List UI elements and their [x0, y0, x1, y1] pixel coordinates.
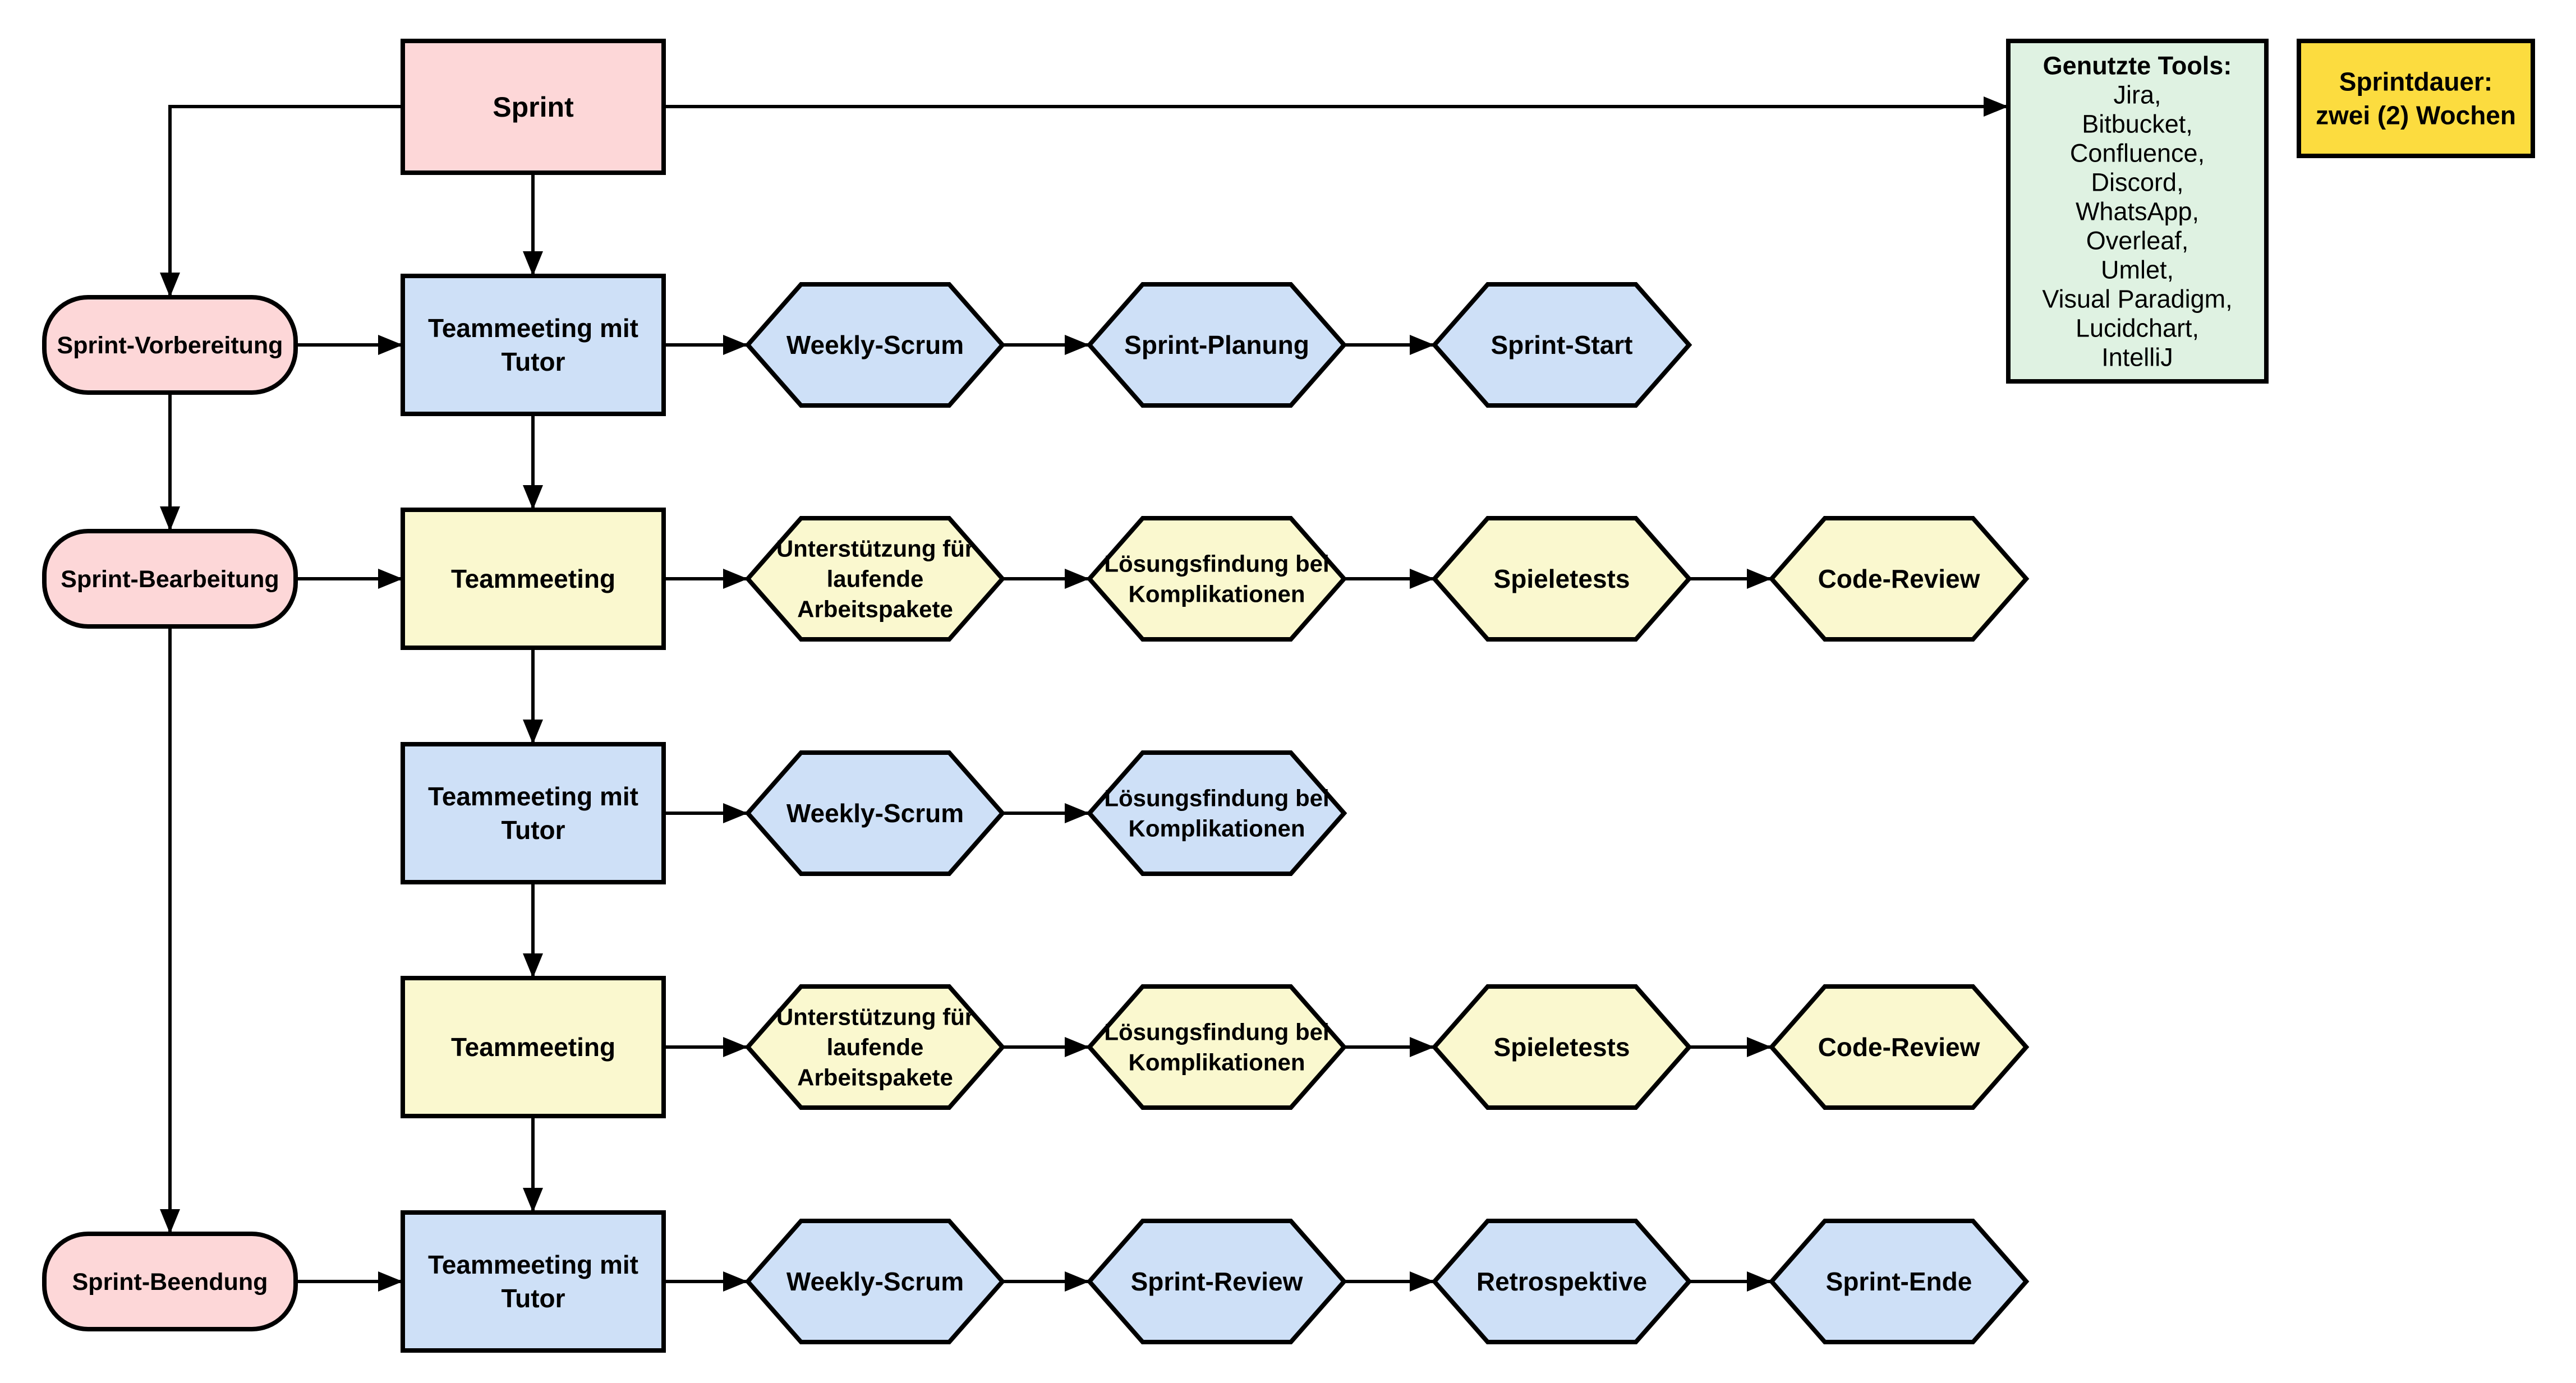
edge-sprint-to-vorbereitung — [160, 105, 403, 297]
hex-sprint-ende-label: Sprint-Ende — [1826, 1267, 1972, 1296]
hex-code-review-2-label: Code-Review — [1818, 1032, 1980, 1062]
hex-sprint-planung: Sprint-Planung — [1086, 282, 1347, 408]
hex-loesungsfindung-3-shape — [1086, 984, 1347, 1110]
hex-loesungsfindung-2-shape — [1086, 750, 1347, 876]
hex-sprint-start: Sprint-Start — [1431, 282, 1692, 408]
hex-retrospektive-shape — [1431, 1219, 1692, 1344]
hex-code-review-1-label: Code-Review — [1818, 564, 1980, 593]
note-duration: Sprintdauer:zwei (2) Wochen — [2297, 39, 2535, 158]
hex-loesungsfindung-1-shape — [1086, 516, 1347, 642]
hex-weekly-scrum-3-label: Weekly-Scrum — [786, 1267, 964, 1296]
node-sprint-vorbereitung-shape — [42, 295, 298, 395]
node-sprint-beendung-shape — [42, 1232, 298, 1331]
hex-spieletests-2: Spieletests — [1431, 984, 1692, 1110]
node-teammeeting-1: Teammeeting — [401, 508, 666, 650]
note-duration-shape — [2297, 39, 2535, 158]
hex-weekly-scrum-3-shape — [744, 1219, 1006, 1344]
hex-weekly-scrum-3: Weekly-Scrum — [744, 1219, 1006, 1344]
node-teammeeting-2-label: Teammeeting — [451, 1032, 615, 1062]
hex-code-review-1-shape — [1768, 516, 2030, 642]
node-teammeeting-tutor-1-shape — [401, 274, 666, 416]
hex-sprint-start-label: Sprint-Start — [1491, 330, 1633, 359]
hex-code-review-2: Code-Review — [1768, 984, 2030, 1110]
node-sprint-bearbeitung-shape — [42, 529, 298, 629]
hex-retrospektive: Retrospektive — [1431, 1219, 1692, 1344]
node-sprint-beendung-label: Sprint-Beendung — [72, 1269, 268, 1296]
node-sprint-shape — [401, 39, 666, 175]
hex-sprint-review-label: Sprint-Review — [1131, 1267, 1303, 1296]
node-teammeeting-tutor-3-shape — [401, 1210, 666, 1353]
node-sprint-vorbereitung: Sprint-Vorbereitung — [42, 295, 298, 395]
node-teammeeting-2: Teammeeting — [401, 976, 666, 1118]
node-sprint-beendung: Sprint-Beendung — [42, 1232, 298, 1331]
hex-sprint-planung-label: Sprint-Planung — [1124, 330, 1309, 359]
node-sprint-vorbereitung-label: Sprint-Vorbereitung — [57, 332, 283, 359]
hex-spieletests-1: Spieletests — [1431, 516, 1692, 642]
node-sprint-bearbeitung-label: Sprint-Bearbeitung — [61, 566, 279, 593]
hex-weekly-scrum-1-shape — [744, 282, 1006, 408]
node-sprint-bearbeitung: Sprint-Bearbeitung — [42, 529, 298, 629]
hex-spieletests-2-shape — [1431, 984, 1692, 1110]
hex-code-review-2-shape — [1768, 984, 2030, 1110]
node-teammeeting-2-shape — [401, 976, 666, 1118]
note-tools-label: Genutzte Tools:Jira,Bitbucket,Confluence… — [2042, 51, 2232, 371]
hex-sprint-review: Sprint-Review — [1086, 1219, 1347, 1344]
note-tools-shape — [2006, 39, 2269, 384]
hex-spieletests-1-shape — [1431, 516, 1692, 642]
hex-sprint-ende-shape — [1768, 1219, 2030, 1344]
hex-weekly-scrum-1-label: Weekly-Scrum — [786, 330, 964, 359]
hex-spieletests-1-label: Spieletests — [1494, 564, 1630, 593]
hex-weekly-scrum-2-label: Weekly-Scrum — [786, 799, 964, 828]
hex-unterstuetzung-1-shape — [744, 516, 1006, 642]
hex-code-review-1: Code-Review — [1768, 516, 2030, 642]
note-duration-label: Sprintdauer:zwei (2) Wochen — [2316, 67, 2516, 130]
note-tools: Genutzte Tools:Jira,Bitbucket,Confluence… — [2006, 39, 2269, 384]
hex-sprint-planung-shape — [1086, 282, 1347, 408]
node-sprint: Sprint — [401, 39, 666, 175]
hex-weekly-scrum-1: Weekly-Scrum — [744, 282, 1006, 408]
hex-weekly-scrum-2: Weekly-Scrum — [744, 750, 1006, 876]
node-teammeeting-1-label: Teammeeting — [451, 564, 615, 593]
node-sprint-label: Sprint — [493, 91, 574, 123]
hex-unterstuetzung-2-shape — [744, 984, 1006, 1110]
node-teammeeting-tutor-2-shape — [401, 742, 666, 884]
hex-sprint-start-shape — [1431, 282, 1692, 408]
node-teammeeting-1-shape — [401, 508, 666, 650]
hex-retrospektive-label: Retrospektive — [1476, 1267, 1647, 1296]
hex-sprint-ende: Sprint-Ende — [1768, 1219, 2030, 1344]
hex-weekly-scrum-2-shape — [744, 750, 1006, 876]
hex-sprint-review-shape — [1086, 1219, 1347, 1344]
hex-spieletests-2-label: Spieletests — [1494, 1032, 1630, 1062]
